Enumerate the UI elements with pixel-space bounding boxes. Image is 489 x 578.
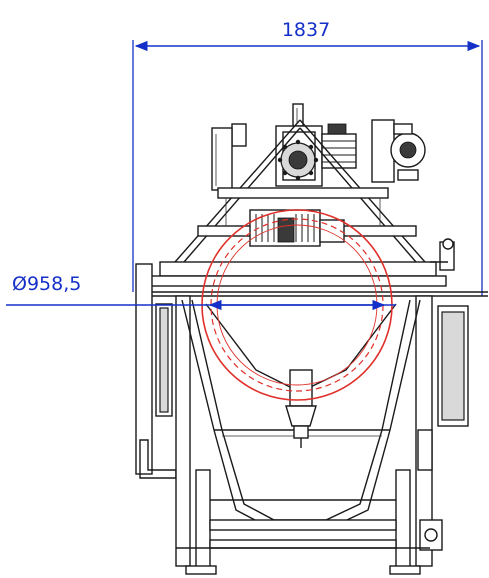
left-side-assembly — [135, 263, 191, 567]
overall-width-label: 1837 — [282, 19, 330, 41]
overall-width-dimension: 1837 — [132, 19, 483, 296]
base-frame — [176, 469, 430, 575]
diameter-label: Ø958,5 — [12, 273, 81, 295]
leg-left — [195, 469, 211, 571]
discharge-spout — [285, 369, 317, 448]
leg-right — [395, 469, 411, 571]
diameter-dimension: Ø958,5 — [6, 273, 396, 311]
side-panel-left — [135, 263, 153, 475]
inner-mechanism — [249, 209, 345, 247]
support-frame — [144, 119, 488, 297]
right-side-assembly — [415, 295, 469, 567]
drive-assembly — [211, 103, 426, 191]
